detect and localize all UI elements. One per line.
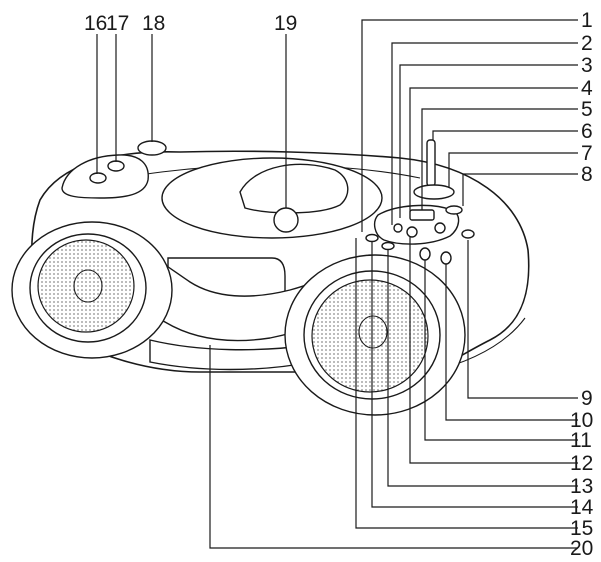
leader-3 (399, 64, 578, 218)
panel-button-c (434, 222, 446, 234)
callout-16: 16 (84, 12, 107, 35)
function-key-2 (381, 241, 395, 251)
callout-12: 12 (570, 452, 593, 475)
right-control-panel (373, 204, 460, 245)
right-speaker-grille (311, 279, 429, 393)
callout-9: 9 (581, 387, 593, 410)
leader-10 (445, 264, 578, 421)
callout-3: 3 (581, 54, 593, 77)
callout-2: 2 (581, 32, 593, 55)
leader-20 (209, 345, 578, 549)
left-speaker-cone (73, 269, 103, 303)
callout-15: 15 (570, 517, 593, 540)
leader-6 (432, 130, 578, 140)
function-key-4 (440, 251, 452, 265)
callout-20: 20 (570, 537, 593, 560)
left-speaker-grille (37, 239, 135, 333)
callout-8: 8 (581, 163, 593, 186)
antenna-rod (426, 139, 436, 187)
panel-button-b (406, 226, 418, 238)
callout-labels: 1 2 3 4 5 6 7 8 9 10 11 12 13 14 15 20 1… (84, 9, 594, 560)
tuning-display (409, 209, 435, 221)
callout-5: 5 (581, 98, 593, 121)
callout-11: 11 (570, 429, 592, 452)
callout-18: 18 (142, 12, 165, 35)
callout-19: 19 (274, 12, 297, 35)
leader-9 (467, 240, 578, 399)
leader-4 (409, 87, 578, 212)
leader-7 (448, 152, 578, 188)
pod-button-16 (89, 172, 107, 184)
antenna-base (413, 184, 455, 200)
function-key-1 (365, 233, 379, 243)
callout-4: 4 (581, 77, 593, 100)
leader-15 (355, 238, 578, 529)
leader-1 (361, 19, 578, 232)
right-speaker-cone (358, 315, 388, 349)
cd-open-button (273, 207, 299, 233)
callout-17: 17 (106, 12, 129, 35)
leader-lines (96, 19, 578, 549)
leader-13 (387, 250, 578, 487)
leader-12 (409, 237, 578, 464)
panel-button-a (393, 223, 403, 233)
leader-11 (424, 260, 578, 441)
leader-8 (462, 173, 578, 206)
boombox-illustration (11, 139, 530, 416)
callout-14: 14 (570, 496, 594, 519)
callout-10: 10 (570, 409, 593, 432)
leader-5 (421, 108, 578, 210)
function-key-5 (461, 229, 475, 239)
callout-6: 6 (581, 120, 593, 143)
pod-button-17 (107, 160, 125, 172)
leader-14 (371, 242, 578, 508)
top-button-8 (445, 205, 463, 215)
function-key-3 (419, 247, 431, 261)
callout-1: 1 (581, 9, 593, 32)
callout-7: 7 (581, 142, 593, 165)
callout-13: 13 (570, 475, 593, 498)
pod-knob-18 (137, 140, 167, 156)
leader-2 (391, 42, 578, 225)
